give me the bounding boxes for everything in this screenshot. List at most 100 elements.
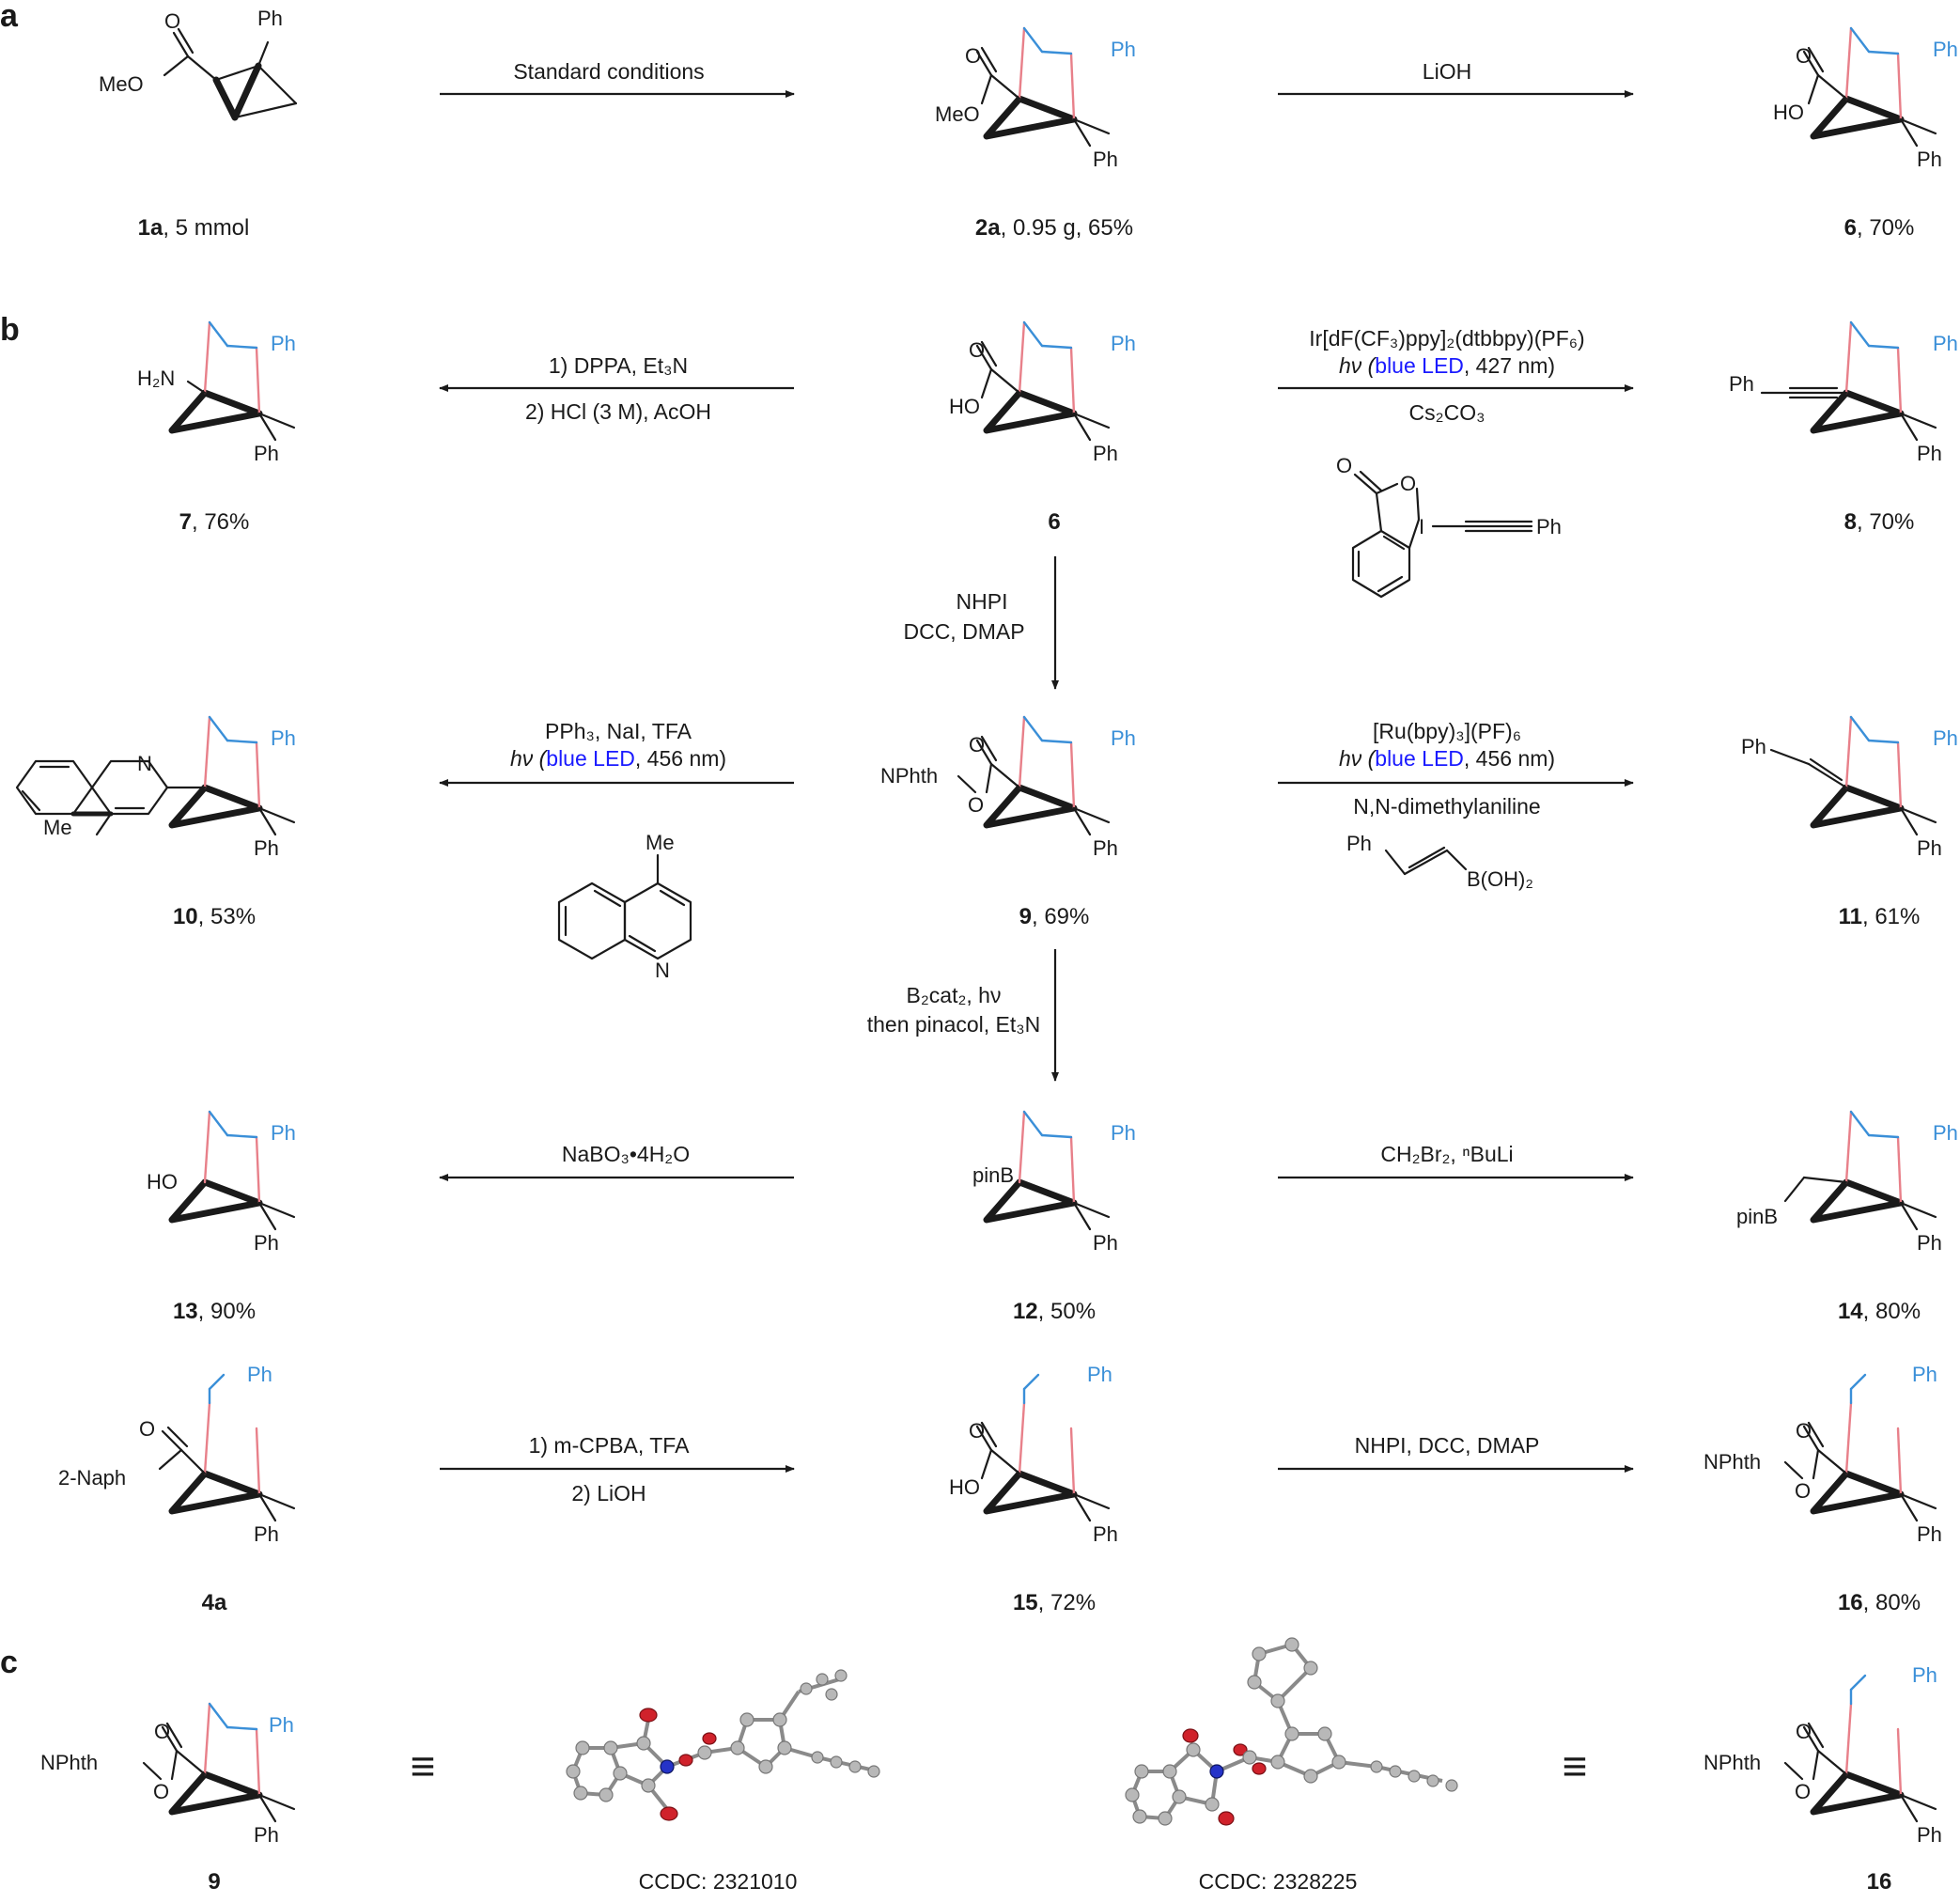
- atom-boronic-acid: B(OH)₂: [1467, 867, 1533, 891]
- atom-ph: Ph: [257, 7, 283, 30]
- condition-pph3: PPh₃, NaI, TFA: [545, 719, 692, 743]
- structure-11: Ph Ph Ph: [1741, 717, 1958, 860]
- arrow-to-10: PPh₃, NaI, TFA hν (blue LED, 456 nm): [439, 719, 794, 787]
- atom-ph-blue: Ph: [1912, 1363, 1937, 1386]
- atom-ph: Ph: [1917, 148, 1942, 171]
- condition-light-456: hν (blue LED, 456 nm): [1339, 746, 1555, 771]
- atom-oxygen: O: [1796, 1720, 1812, 1743]
- condition-pinacol: then pinacol, Et₃N: [867, 1012, 1041, 1037]
- condition-b2cat2: B₂cat₂, hν: [907, 983, 1002, 1007]
- atom-ph: Ph: [254, 1231, 279, 1255]
- label-12: 12, 50%: [1013, 1299, 1096, 1324]
- label-14: 14, 80%: [1838, 1299, 1921, 1324]
- atom-oxygen: O: [1795, 1780, 1811, 1803]
- crystal-structure-16: [1125, 1637, 1458, 1826]
- atom-ph-blue: Ph: [1111, 726, 1136, 750]
- atom-oxygen: O: [1400, 472, 1416, 495]
- atom-ph: Ph: [1917, 1231, 1942, 1255]
- atom-nphth: NPhth: [1703, 1450, 1761, 1474]
- atom-ph: Ph: [1093, 836, 1118, 860]
- atom-ph: Ph: [1536, 515, 1562, 538]
- atom-ho: HO: [949, 1475, 980, 1499]
- atom-oxygen: O: [969, 1419, 985, 1443]
- atom-oxygen: O: [1796, 44, 1812, 68]
- atom-ph: Ph: [1093, 1522, 1118, 1546]
- arrow-to-13: NaBO₃•4H₂O: [439, 1142, 794, 1181]
- atom-ph-blue: Ph: [271, 726, 296, 750]
- label-9: 9, 69%: [1019, 904, 1090, 929]
- condition-ir-catalyst: Ir[dF(CF₃)ppy]₂(dtbbpy)(PF₆): [1309, 326, 1584, 351]
- atom-ph-blue: Ph: [1111, 1121, 1136, 1145]
- atom-oxygen: O: [969, 733, 985, 757]
- condition-lioh: LiOH: [1423, 59, 1471, 84]
- atom-ph-blue: Ph: [271, 1121, 296, 1145]
- atom-oxygen: O: [1795, 1479, 1811, 1503]
- condition-standard: Standard conditions: [513, 59, 704, 84]
- atom-ph: Ph: [1917, 1522, 1942, 1546]
- atom-ph: Ph: [1729, 372, 1754, 396]
- arrow-to-7: 1) DPPA, Et₃N 2) HCl (3 M), AcOH: [439, 353, 794, 424]
- equivalence-symbol-left: ≡: [411, 1741, 436, 1790]
- atom-ph: Ph: [254, 442, 279, 465]
- atom-ph-blue: Ph: [1933, 38, 1958, 61]
- atom-oxygen: O: [154, 1720, 170, 1743]
- structure-16: Ph Ph O O NPhth: [1703, 1363, 1942, 1546]
- atom-meo: MeO: [99, 72, 144, 96]
- atom-ph: Ph: [1093, 148, 1118, 171]
- structure-styrylboronic-acid: Ph B(OH)₂: [1346, 832, 1533, 891]
- label-8: 8, 70%: [1844, 509, 1915, 535]
- label-9-panel-c: 9: [208, 1869, 220, 1895]
- atom-nphth: NPhth: [880, 764, 938, 788]
- structure-6-center: Ph Ph O HO: [949, 322, 1136, 465]
- structure-12: Ph Ph pinB: [972, 1112, 1136, 1255]
- structure-ebx-reagent: O O I Ph: [1336, 454, 1562, 599]
- atom-methyl: Me: [646, 831, 675, 854]
- structure-2a: Ph Ph O MeO: [935, 28, 1136, 171]
- crystal-structure-9: [566, 1669, 880, 1821]
- atom-ph: Ph: [1917, 836, 1942, 860]
- atom-ph: Ph: [1346, 832, 1372, 855]
- condition-ch2br2: CH₂Br₂, ⁿBuLi: [1380, 1142, 1513, 1166]
- atom-ph-blue: Ph: [1111, 38, 1136, 61]
- label-15: 15, 72%: [1013, 1590, 1096, 1615]
- structure-lepidine-reagent: N Me: [557, 831, 692, 982]
- condition-cs2co3: Cs₂CO₃: [1409, 400, 1486, 425]
- label-1a: 1a, 5 mmol: [138, 215, 250, 241]
- atom-ph: Ph: [254, 1823, 279, 1847]
- arrow-to-8: Ir[dF(CF₃)ppy]₂(dtbbpy)(PF₆) hν (blue LE…: [1278, 326, 1634, 425]
- atom-ph-blue: Ph: [1933, 332, 1958, 355]
- arrow-to-15: 1) m-CPBA, TFA 2) LiOH: [440, 1433, 795, 1505]
- atom-ph: Ph: [1093, 1231, 1118, 1255]
- atom-ph-blue: Ph: [1087, 1363, 1112, 1386]
- condition-mcpba: 1) m-CPBA, TFA: [529, 1433, 690, 1458]
- atom-oxygen: O: [969, 338, 985, 362]
- atom-ph-blue: Ph: [1111, 332, 1136, 355]
- atom-pinb: pinB: [972, 1163, 1014, 1187]
- label-2a: 2a, 0.95 g, 65%: [975, 215, 1133, 241]
- arrow-to-12: B₂cat₂, hν then pinacol, Et₃N: [867, 949, 1059, 1082]
- atom-ph-blue: Ph: [1933, 726, 1958, 750]
- atom-oxygen: O: [139, 1417, 155, 1441]
- label-10: 10, 53%: [173, 904, 256, 929]
- ccdc-number-right: CCDC: 2328225: [1199, 1869, 1358, 1894]
- atom-nitrogen: N: [655, 959, 670, 982]
- label-6-center: 6: [1048, 509, 1060, 535]
- atom-ph: Ph: [1917, 442, 1942, 465]
- atom-ph-blue: Ph: [269, 1713, 294, 1737]
- atom-ho: HO: [1773, 101, 1804, 124]
- label-7: 7, 76%: [179, 509, 250, 535]
- structure-8: Ph Ph Ph: [1729, 322, 1958, 465]
- label-6-row-a: 6, 70%: [1844, 215, 1915, 241]
- arrow-lioh: LiOH: [1278, 59, 1634, 98]
- equivalence-symbol-right: ≡: [1563, 1741, 1588, 1790]
- atom-ho: HO: [147, 1170, 178, 1193]
- condition-hcl: 2) HCl (3 M), AcOH: [525, 399, 711, 424]
- atom-oxygen: O: [1336, 454, 1352, 477]
- atom-nphth: NPhth: [40, 1751, 98, 1774]
- arrow-standard-conditions: Standard conditions: [440, 59, 795, 98]
- condition-lioh-2: 2) LiOH: [571, 1481, 646, 1505]
- condition-dimethylaniline: N,N-dimethylaniline: [1353, 794, 1540, 819]
- atom-oxygen: O: [164, 9, 180, 33]
- atom-nphth: NPhth: [1703, 1751, 1761, 1774]
